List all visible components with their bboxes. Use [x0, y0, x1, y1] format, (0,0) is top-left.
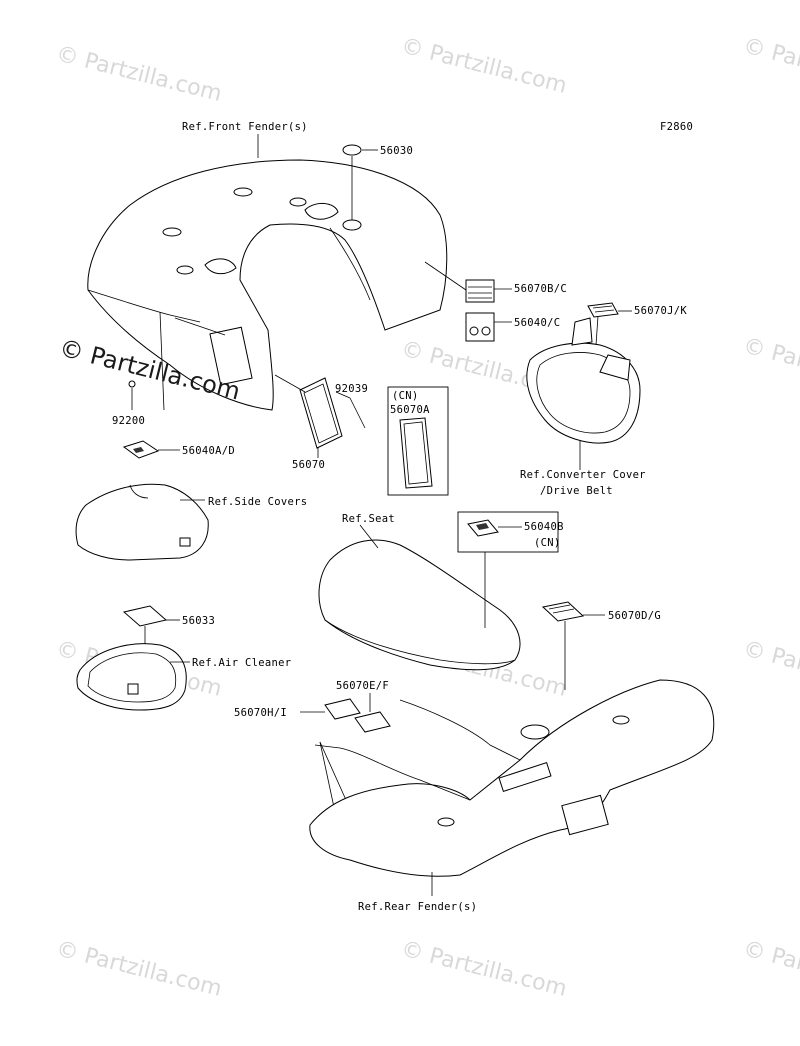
label-56070dg: 56070D/G — [608, 610, 661, 622]
label-56040ad: 56040A/D — [182, 445, 235, 457]
part-56070dg-drawing — [541, 601, 605, 690]
watermark: © Partzilla.com — [54, 937, 225, 1002]
cn-box-56040b — [457, 511, 559, 628]
rear-fender-drawing — [309, 679, 715, 896]
label-ref-side-covers: Ref.Side Covers — [208, 496, 307, 508]
label-ref-converter-cover: Ref.Converter Cover — [520, 469, 646, 481]
air-cleaner-drawing — [76, 643, 190, 711]
watermark: © Partzilla.com — [54, 42, 225, 107]
label-56070a: 56070A — [390, 404, 430, 416]
watermark: © Partzilla.com — [741, 637, 800, 702]
watermark: © Partzilla.com — [741, 937, 800, 1002]
label-56070jk: 56070J/K — [634, 305, 687, 317]
watermark: © Partzilla.com — [741, 334, 800, 399]
label-ref-seat: Ref.Seat — [342, 513, 395, 525]
part-56040ad-drawing — [122, 440, 180, 459]
label-56040b-cn: (CN) — [534, 537, 561, 549]
seat-drawing — [318, 524, 521, 671]
label-56040b: 56040B — [524, 521, 564, 533]
watermark: © Partzilla.com — [741, 34, 800, 99]
label-56070hi: 56070H/I — [234, 707, 287, 719]
cn-box-56070a — [387, 386, 449, 496]
label-ref-front-fender: Ref.Front Fender(s) — [182, 121, 308, 133]
label-cn: (CN) — [392, 390, 419, 402]
part-56070-drawing — [274, 374, 343, 458]
part-56030-drawing — [342, 144, 378, 231]
label-92200: 92200 — [112, 415, 145, 427]
label-56040c: 56040/C — [514, 317, 560, 329]
label-ref-rear-fender: Ref.Rear Fender(s) — [358, 901, 477, 913]
part-56033-drawing — [122, 605, 180, 648]
label-56070: 56070 — [292, 459, 325, 471]
label-56030: 56030 — [380, 145, 413, 157]
label-92039: 92039 — [335, 383, 368, 395]
label-56070bc: 56070B/C — [514, 283, 567, 295]
part-92200-drawing — [128, 380, 136, 410]
part-56040c-drawing — [465, 312, 512, 342]
figure-code: F2860 — [660, 121, 693, 133]
part-56070bc-drawing — [424, 261, 512, 303]
side-covers-drawing — [75, 483, 209, 561]
label-ref-air-cleaner: Ref.Air Cleaner — [192, 657, 291, 669]
part-56070jk-drawing — [587, 302, 632, 346]
part-56070ef-hi-drawing — [300, 693, 391, 813]
watermark: © Partzilla.com — [399, 937, 570, 1002]
converter-cover-drawing — [526, 317, 641, 470]
label-56033: 56033 — [182, 615, 215, 627]
watermark: © Partzilla.com — [399, 34, 570, 99]
label-drive-belt: /Drive Belt — [540, 485, 613, 497]
label-56070ef: 56070E/F — [336, 680, 389, 692]
